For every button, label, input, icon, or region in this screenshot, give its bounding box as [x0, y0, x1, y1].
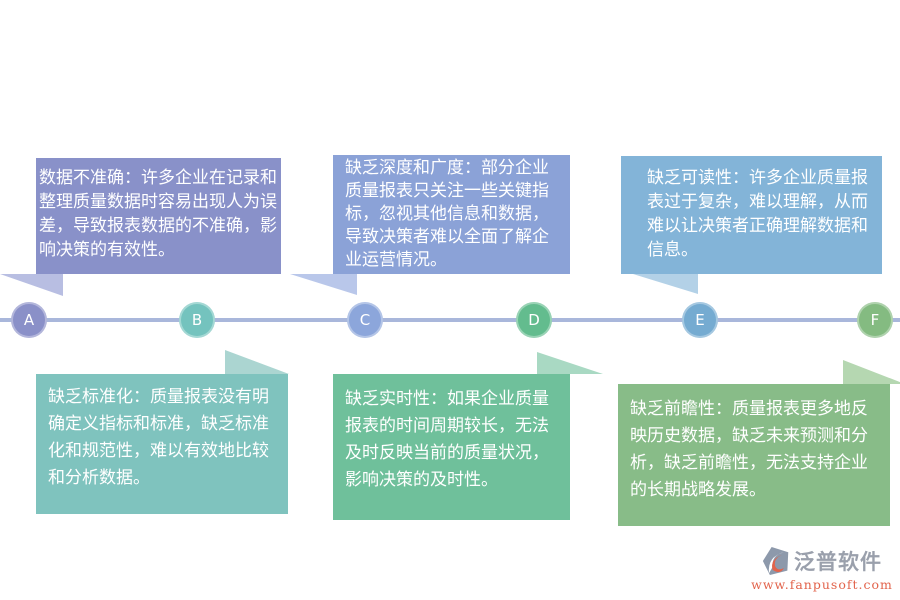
timeline-node-e: E — [682, 302, 718, 338]
brand-url[interactable]: www.fanpusoft.com — [751, 577, 893, 592]
brand-logo-link[interactable]: 泛普软件 www.fanpusoft.com — [748, 546, 896, 592]
brand-name: 泛普软件 — [794, 549, 882, 574]
timeline-node-f: F — [857, 302, 893, 338]
fold-corner-data-inaccuracy — [0, 274, 63, 296]
fold-corner-lack-foresight — [843, 360, 900, 384]
issue-box-lack-readability: 缺乏可读性：许多企业质量报表过于复杂，难以理解，从而难以让决策者正确理解数据和信… — [621, 156, 882, 274]
issue-box-lack-depth-breadth: 缺乏深度和广度：部分企业质量报表只关注一些关键指标，忽视其他信息和数据，导致决策… — [333, 155, 570, 274]
fold-corner-lack-realtime — [537, 352, 603, 374]
issue-box-lack-realtime: 缺乏实时性：如果企业质量报表的时间周期较长，无法及时反映当前的质量状况，影响决策… — [333, 374, 570, 520]
fold-corner-lack-depth-breadth — [290, 274, 357, 295]
timeline-line — [0, 318, 900, 322]
timeline-node-a: A — [11, 302, 47, 338]
fanpu-logo-icon — [762, 546, 790, 576]
issue-box-data-inaccuracy: 数据不准确：许多企业在记录和整理质量数据时容易出现人为误差，导致报表数据的不准确… — [36, 158, 281, 274]
issue-box-lack-standardization: 缺乏标准化：质量报表没有明确定义指标和标准，缺乏标准化和规范性，难以有效地比较和… — [36, 374, 288, 514]
fold-corner-lack-readability — [633, 274, 698, 294]
timeline-node-c: C — [347, 302, 383, 338]
timeline-node-b: B — [179, 302, 215, 338]
timeline-node-d: D — [516, 302, 552, 338]
fold-corner-lack-standardization — [225, 350, 289, 374]
issue-box-lack-foresight: 缺乏前瞻性：质量报表更多地反映历史数据，缺乏未来预测和分析，缺乏前瞻性，无法支持… — [618, 384, 890, 526]
